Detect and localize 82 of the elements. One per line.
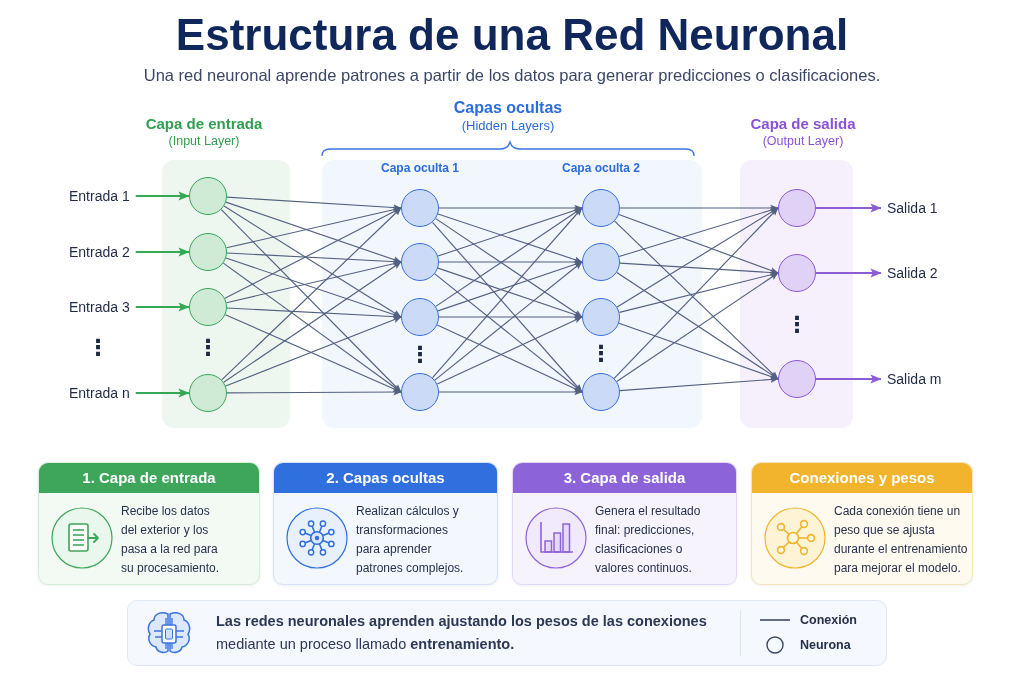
input-label: Entrada 1 (69, 187, 130, 205)
arrow (225, 206, 402, 249)
layer-subheading: (Output Layer) (762, 134, 844, 149)
layer-subheading: (Input Layer) (168, 134, 240, 149)
arrow (224, 207, 402, 299)
vertical-ellipsis: ⋮ (786, 313, 808, 337)
arrow (815, 203, 882, 213)
arrow (225, 201, 402, 263)
neuron-circle (582, 373, 620, 411)
arrow (134, 388, 190, 398)
neuron-circle (401, 373, 439, 411)
arrow (226, 388, 402, 396)
arrow (437, 213, 583, 263)
arrow (223, 205, 402, 318)
arrow (438, 204, 583, 212)
card-description: Realizan cálculos y transformaciones para aprender patrones complejos. (356, 503, 465, 577)
card-header: 1. Capa de entrada (39, 463, 259, 493)
arrow (436, 316, 583, 385)
arrow (618, 213, 779, 274)
arrow (435, 218, 583, 318)
neuron-circle (189, 177, 227, 215)
arrow (815, 374, 882, 384)
neuron-circle (582, 189, 620, 227)
card-header: 3. Capa de salida (513, 463, 736, 493)
arrow (134, 247, 190, 257)
arrow (435, 207, 583, 307)
neuron-circle (778, 189, 816, 227)
vertical-ellipsis: ⋮ (590, 342, 612, 366)
layer-heading: Capas ocultas (453, 98, 563, 118)
subtitle: Una red neuronal aprende patrones a partir de los datos para generar predicciones o clasificaciones. (143, 65, 881, 86)
arrow (619, 376, 779, 392)
arrow (432, 221, 583, 393)
column-heading: Capa oculta 1 (381, 161, 459, 176)
neuron-circle (778, 254, 816, 292)
input-label: Entrada 2 (69, 243, 130, 261)
neuron-circle (189, 374, 227, 412)
output-label: Salida 2 (887, 264, 938, 282)
legend-label: Neurona (800, 637, 851, 653)
arrow (134, 302, 190, 312)
input-label: Entrada n (69, 384, 130, 402)
output-label: Salida m (887, 370, 942, 388)
info-card (273, 462, 498, 585)
column-heading: Capa oculta 2 (562, 161, 640, 176)
neuron-circle (189, 233, 227, 271)
neuron-circle (582, 298, 620, 336)
arrow (619, 204, 779, 212)
vertical-ellipsis: ⋮ (197, 336, 219, 360)
arrow (438, 388, 583, 396)
info-card (512, 462, 737, 585)
neuron-circle (401, 298, 439, 336)
arrow (616, 207, 779, 308)
output-label: Salida 1 (887, 199, 938, 217)
info-card (751, 462, 973, 585)
arrow (432, 207, 583, 379)
arrow (815, 268, 882, 278)
summary-panel (127, 600, 887, 666)
vertical-ellipsis: ⋮ (409, 343, 431, 367)
input-label: Entrada 3 (69, 298, 130, 316)
arrow (434, 261, 583, 381)
arrow (434, 273, 583, 393)
vertical-ellipsis: ⋮ (87, 336, 109, 360)
neuron-circle (401, 243, 439, 281)
layer-heading: Capa de entrada (145, 115, 263, 133)
neuron-circle (401, 189, 439, 227)
neuron-circle (582, 243, 620, 281)
arrow (134, 191, 190, 201)
card-header: 2. Capas ocultas (274, 463, 497, 493)
neuron-circle (189, 288, 227, 326)
legend-label: Conexión (800, 612, 857, 628)
layer-heading: Capa de salida (750, 115, 856, 133)
card-description: Cada conexión tiene un peso que se ajusta durante el entrenamiento para mejorar el modelo. (834, 503, 969, 577)
title: Estructura de una Red Neuronal (175, 9, 849, 61)
card-header: Conexiones y pesos (752, 463, 972, 493)
info-card (38, 462, 260, 585)
neuron-circle (778, 360, 816, 398)
layer-subheading: (Hidden Layers) (461, 118, 555, 134)
summary-text: Las redes neuronales aprenden ajustando los pesos de las conexiones mediante un proceso llamado entrenamiento. (216, 612, 708, 654)
card-description: Genera el resultado final: predicciones, clasificaciones o valores continuos. (595, 503, 702, 577)
card-description: Recibe los datos del exterior y los pasa a la red para su procesamiento. (121, 503, 221, 577)
arrow (436, 324, 583, 393)
arrow (226, 196, 402, 211)
arrow (618, 322, 779, 380)
